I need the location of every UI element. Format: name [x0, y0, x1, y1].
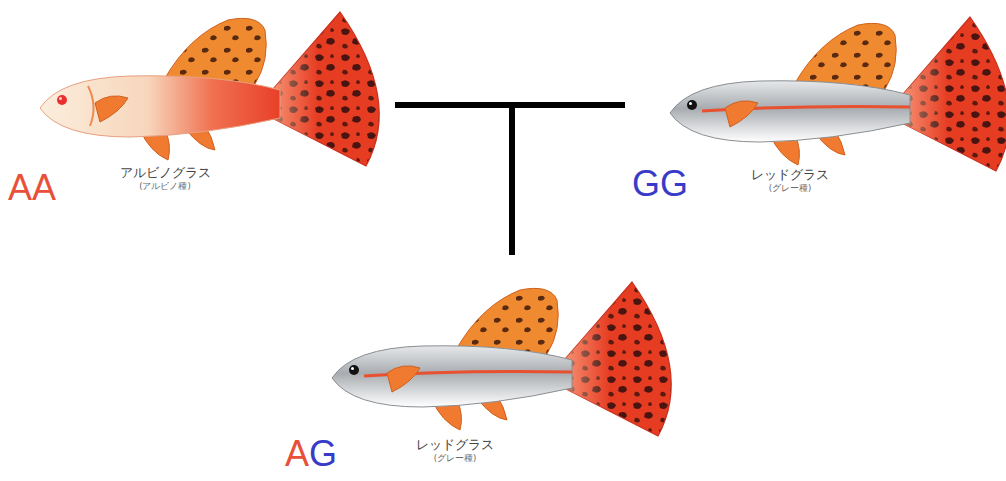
allele-letter: A	[32, 167, 56, 208]
cross-line	[395, 105, 512, 255]
allele-letter: A	[8, 167, 32, 208]
albino-guppy	[40, 12, 379, 166]
variety-name: レッドグラス	[710, 167, 870, 183]
allele-letter: G	[309, 433, 337, 474]
offspring-guppy	[332, 282, 671, 436]
allele-letter: G	[660, 163, 688, 204]
strain-name: (アルビノ種)	[85, 181, 245, 192]
strain-name: (グレー種)	[710, 183, 870, 194]
allele-letter: A	[285, 433, 309, 474]
grey-guppy	[670, 17, 1006, 171]
fish-node: アルビノグラス(アルビノ種)	[40, 10, 395, 195]
genotype-label: GG	[632, 166, 688, 202]
variety-name: アルビノグラス	[85, 165, 245, 181]
allele-letter: G	[632, 163, 660, 204]
genotype-label: AG	[285, 436, 337, 472]
genotype-label: AA	[8, 170, 56, 206]
cross-line	[512, 105, 625, 255]
fish-node: レッドグラス(グレー種)	[290, 255, 680, 467]
strain-name: (グレー種)	[375, 453, 535, 464]
variety-name: レッドグラス	[375, 437, 535, 453]
